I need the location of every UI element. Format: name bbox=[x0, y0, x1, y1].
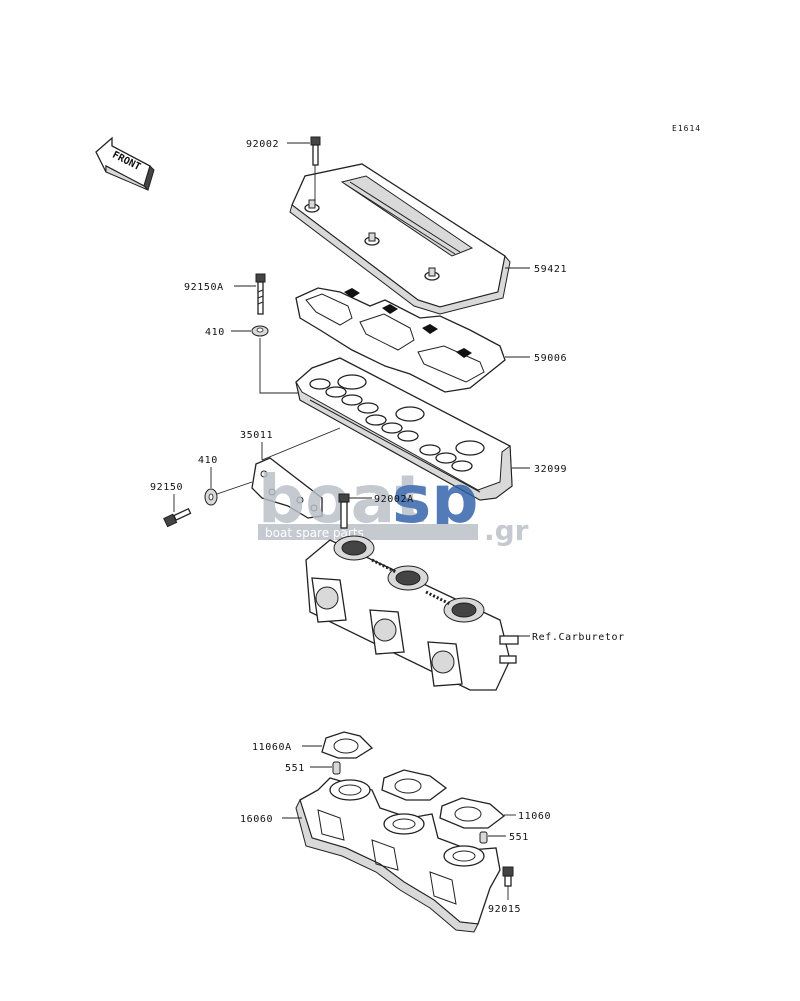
label-551-a: 551 bbox=[285, 763, 305, 774]
label-32099: 32099 bbox=[534, 464, 567, 475]
gasket-11060-part bbox=[381, 769, 506, 829]
label-92002a: 92002A bbox=[374, 494, 414, 505]
air-box-part bbox=[295, 357, 513, 501]
front-arrow-icon: FRONT bbox=[95, 136, 155, 191]
dowel-551-b-icon bbox=[479, 831, 488, 844]
label-551-b: 551 bbox=[509, 832, 529, 843]
watermark-logo: boat sp .gr boat spare parts bbox=[258, 461, 529, 547]
label-59006: 59006 bbox=[534, 353, 567, 364]
bolt-92015-icon bbox=[502, 866, 514, 887]
label-35011: 35011 bbox=[240, 430, 273, 441]
watermark-tagline: boat spare parts bbox=[265, 526, 364, 540]
bolt-92150a-icon bbox=[255, 273, 266, 315]
gasket-59006-part bbox=[295, 287, 506, 393]
watermark-suffix: .gr bbox=[484, 514, 529, 547]
label-92015: 92015 bbox=[488, 904, 521, 915]
air-cover-part bbox=[289, 163, 511, 315]
label-410-top: 410 bbox=[205, 327, 225, 338]
label-ref-carburetor: Ref.Carburetor bbox=[532, 632, 625, 643]
label-11060: 11060 bbox=[518, 811, 551, 822]
bolt-92002a-icon bbox=[338, 493, 350, 529]
label-16060: 16060 bbox=[240, 814, 273, 825]
gasket-11060a-part bbox=[321, 731, 374, 759]
dowel-551-icon bbox=[332, 761, 341, 775]
label-92150a: 92150A bbox=[184, 282, 224, 293]
label-11060a: 11060A bbox=[252, 742, 292, 753]
washer-410-icon bbox=[251, 325, 269, 337]
carburetor-assembly bbox=[305, 535, 519, 691]
bolt-92002-icon bbox=[310, 136, 321, 200]
washer-410-mid-icon bbox=[204, 488, 218, 506]
label-410-mid: 410 bbox=[198, 455, 218, 466]
bolt-92150-icon bbox=[163, 507, 192, 528]
label-92002: 92002 bbox=[246, 139, 279, 150]
diagram-code: E1614 bbox=[672, 124, 701, 133]
manifold-16060-part bbox=[295, 777, 501, 933]
label-92150: 92150 bbox=[150, 482, 183, 493]
bracket-35011-part bbox=[251, 457, 323, 519]
label-59421: 59421 bbox=[534, 264, 567, 275]
